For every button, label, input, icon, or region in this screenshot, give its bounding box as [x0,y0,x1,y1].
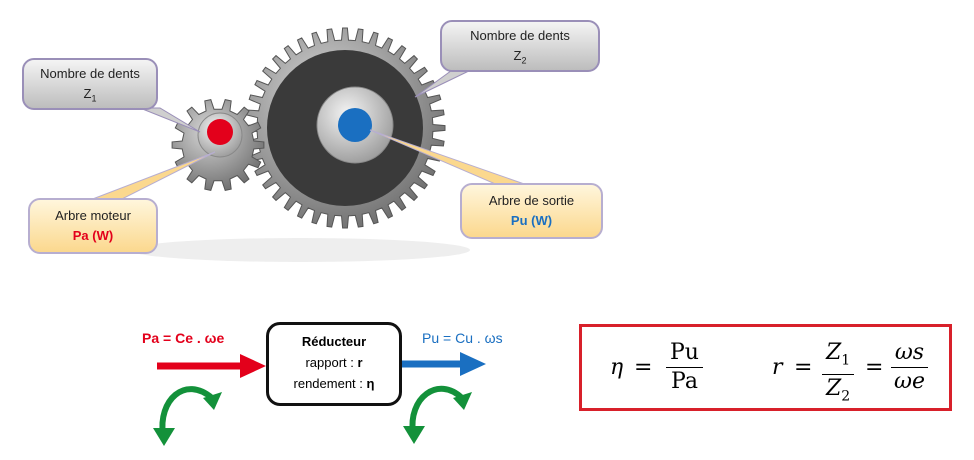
equals-sign: = [634,355,653,380]
numerator: Z1 [822,339,855,376]
callout-text: Nombre de dents [40,66,140,81]
input-arrowhead [240,354,266,378]
z2-symbol: Z2 [513,48,527,66]
output-rotation-icon [409,385,465,434]
denominator: Z2 [826,376,851,405]
denominator: Pa [671,369,698,394]
reducer-box: Réducteur rapport : r rendement : η [266,322,402,406]
ratio-line: rapport : r [305,355,363,370]
input-rotation-arrowhead [153,428,175,446]
output-power-label: Pu (W) [510,213,553,228]
output-rotation-arrowhead [403,426,425,444]
callout-teeth-z2: Nombre de dents Z2 [440,20,600,72]
formula-box: η = Pu Pa r = Z1 Z2 = ωs ωe [579,324,952,411]
equals-sign: = [794,355,813,380]
reducer-title: Réducteur [301,334,367,349]
efficiency-fraction: Pu Pa [666,339,703,396]
gear-shadow [130,238,470,262]
callout-output-shaft: Arbre de sortie Pu (W) [460,183,603,239]
input-power-label: Pa (W) [72,228,114,243]
numerator: ωs [890,339,929,368]
output-power-formula: Pu = Cu . ωs [422,330,503,346]
output-arrowhead [460,352,486,376]
numerator: Pu [666,339,703,368]
callout-input-shaft: Arbre moteur Pa (W) [28,198,158,254]
callout-text: Nombre de dents [470,28,570,43]
equals-sign: = [865,355,884,380]
speed-fraction: ωs ωe [890,339,929,396]
callout-text: Arbre de sortie [488,193,575,208]
z1-symbol: Z1 [83,86,97,104]
r-symbol: r [772,355,783,380]
callout-teeth-z1: Nombre de dents Z1 [22,58,158,110]
efficiency-line: rendement : η [293,376,375,391]
eta-symbol: η [610,355,624,380]
input-rotation-icon [159,386,214,436]
output-rotation-arrowhead-2 [453,392,472,410]
output-shaft-blue-dot [338,108,372,142]
input-rotation-arrowhead-2 [203,392,222,410]
teeth-fraction: Z1 Z2 [822,339,855,411]
callout-text: Arbre moteur [55,208,131,223]
denominator: ωe [894,369,925,394]
input-shaft-red-dot [207,119,233,145]
input-power-formula: Pa = Ce . ωe [142,330,225,346]
